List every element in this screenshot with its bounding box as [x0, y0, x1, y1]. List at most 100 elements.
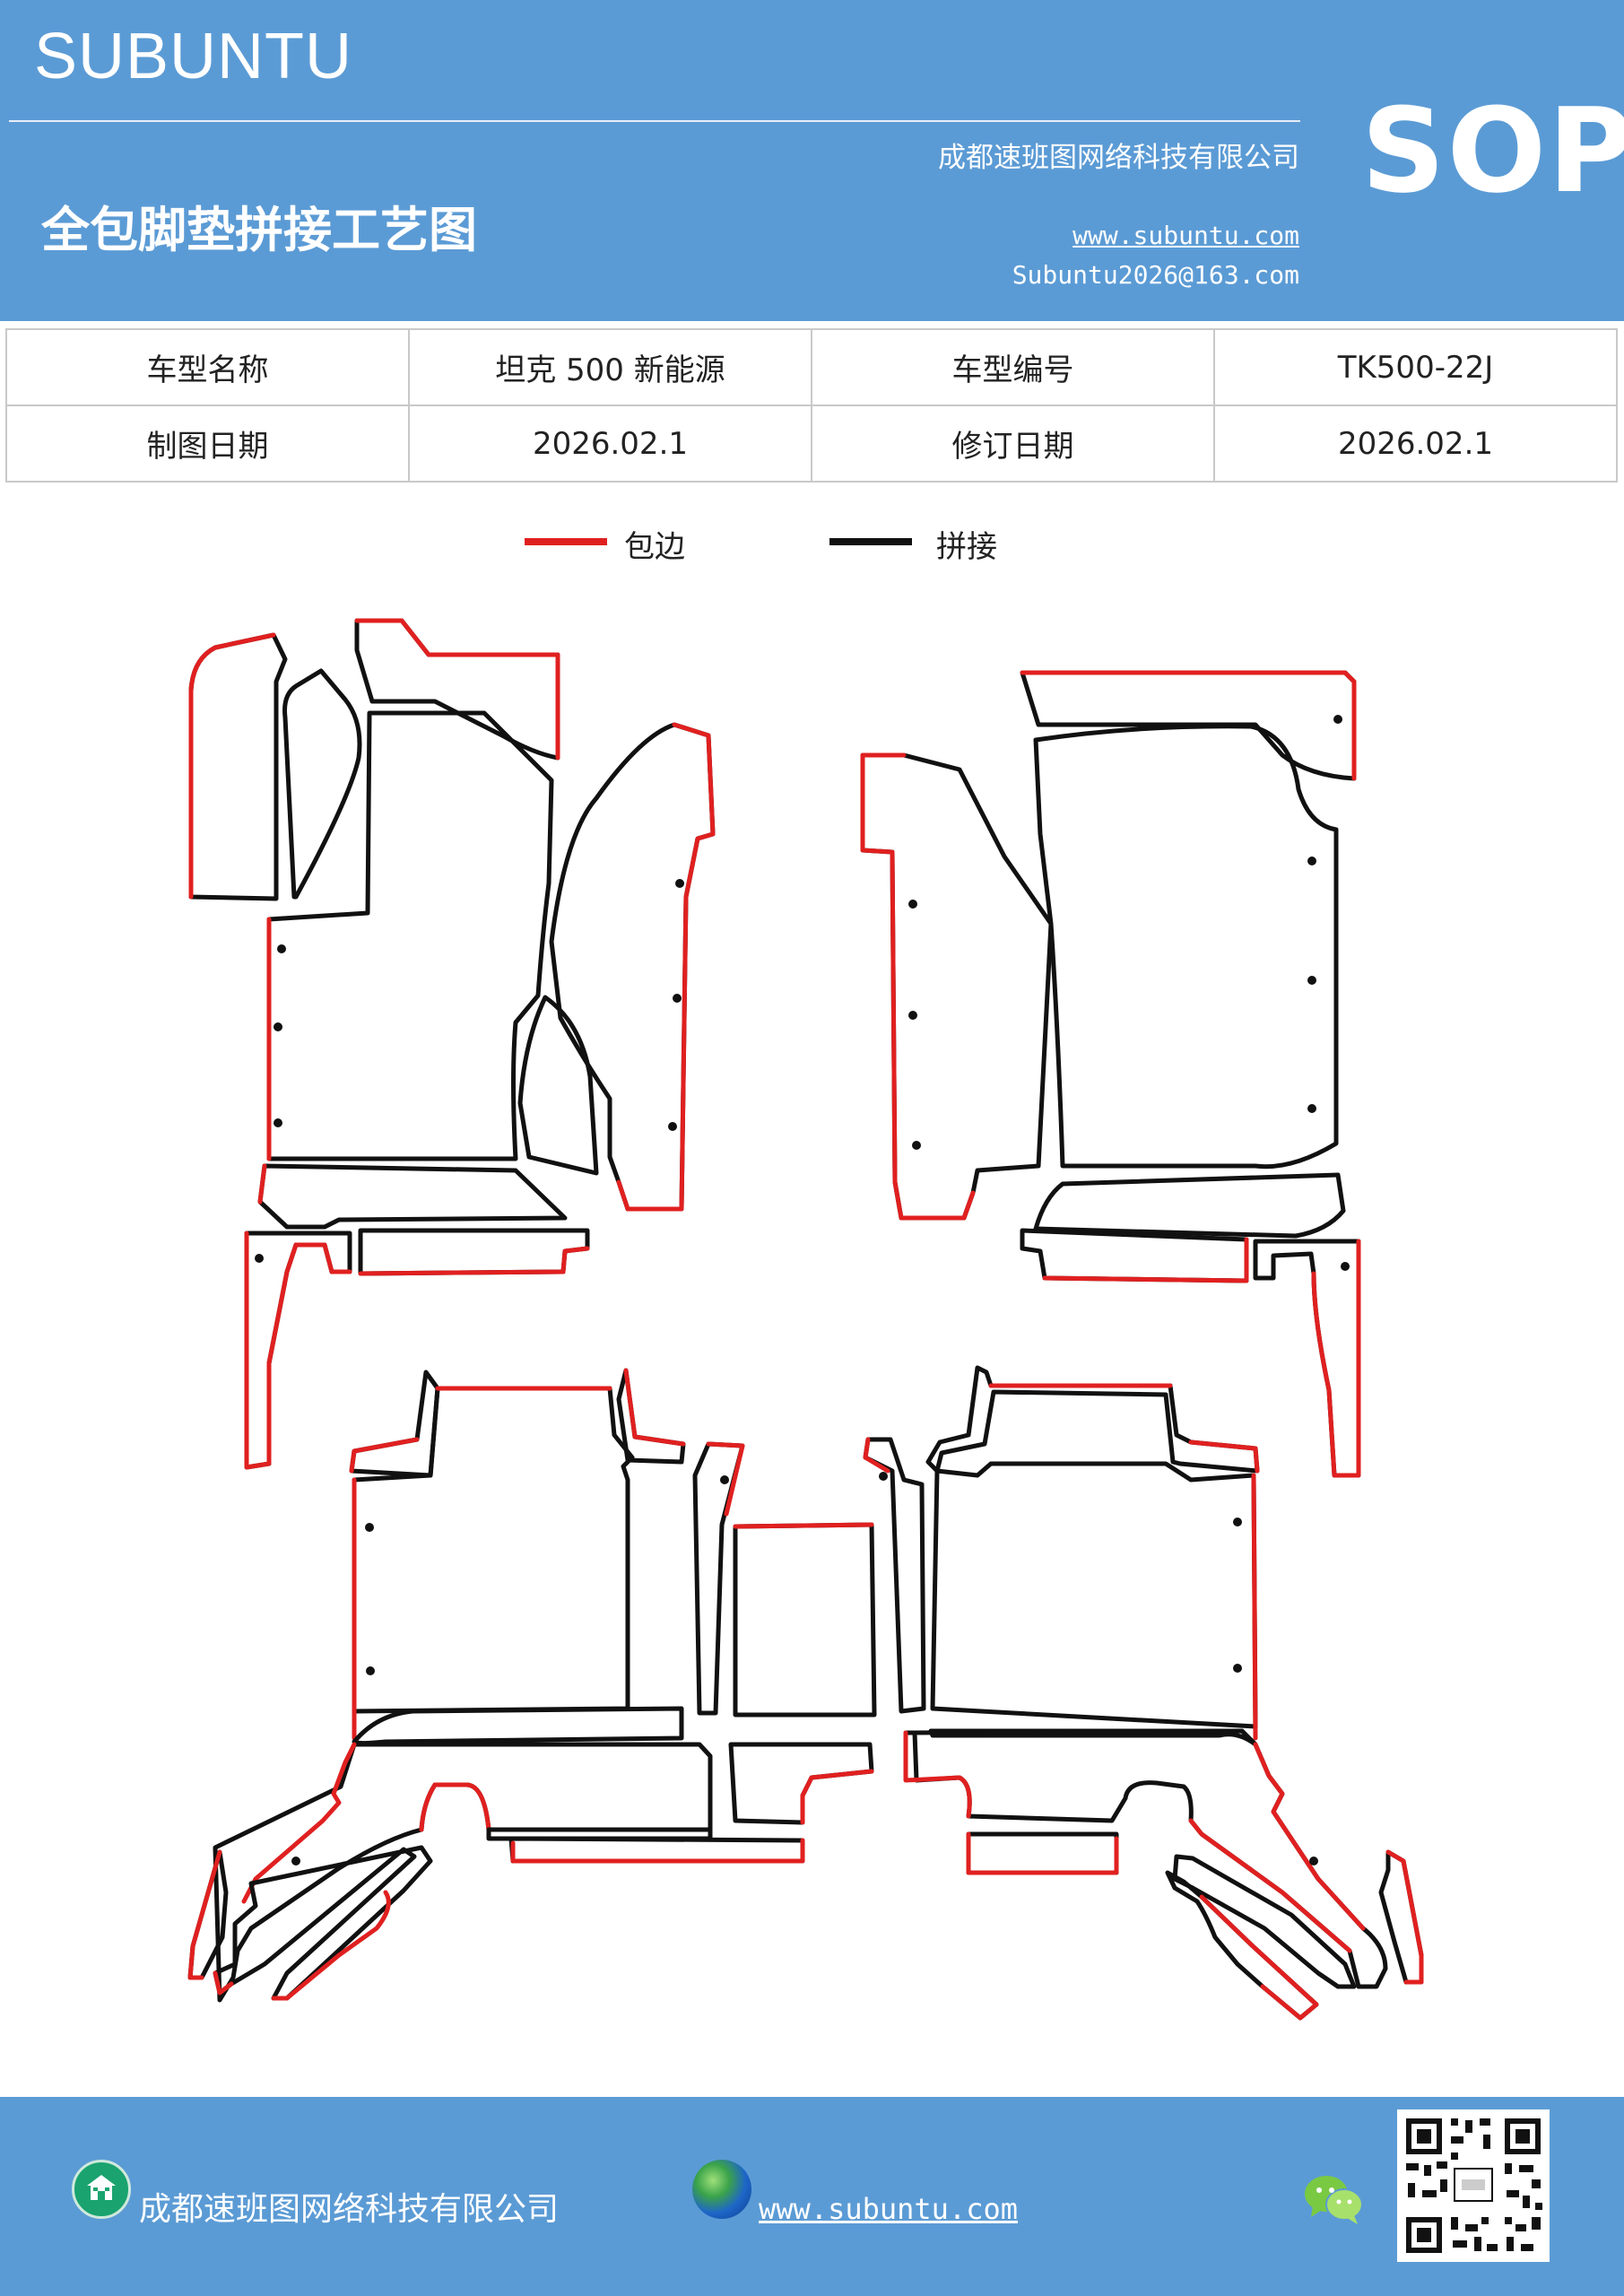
fastener-dot: [291, 1857, 300, 1866]
globe-icon: [692, 2160, 751, 2219]
seam-legend-label: 拼接: [936, 529, 997, 565]
mat-edge: [903, 1730, 972, 1819]
mat-edge: [800, 1769, 874, 1825]
mat-edge: [1188, 1818, 1352, 1953]
fastener-dot: [274, 1022, 282, 1031]
mat-piece: [244, 1231, 352, 1470]
mat-piece: [266, 710, 554, 1161]
sop-label: SOP: [1361, 83, 1624, 219]
rear-right-mat-group: [863, 1365, 1424, 2021]
legend: 包边 拼接: [0, 522, 1624, 576]
mat-edge: [188, 632, 276, 900]
header-banner: SUBUNTU SOP 成都速班图网络科技有限公司 全包脚垫拼接工艺图 www.…: [0, 0, 1624, 321]
mat-edge: [1311, 1239, 1361, 1478]
mat-piece: [188, 632, 288, 901]
mat-edge: [1020, 670, 1357, 781]
edge-legend-label: 包边: [624, 529, 685, 565]
mat-edge: [1188, 1439, 1260, 1474]
fastener-dot: [366, 1666, 375, 1675]
mat-edge: [244, 1231, 352, 1470]
footer-url-link[interactable]: www.subuntu.com: [759, 2192, 1018, 2226]
front-right-mat-group: [860, 670, 1361, 1478]
mat-edge: [860, 752, 976, 1221]
draw-date-label: 制图日期: [5, 404, 410, 483]
wechat-icon[interactable]: [1302, 2172, 1365, 2226]
mat-edge: [1042, 1237, 1249, 1283]
mat-piece: [1172, 1854, 1357, 1989]
fastener-dot: [255, 1254, 264, 1263]
mat-piece: [1165, 1870, 1319, 2021]
fastener-dot: [673, 994, 682, 1003]
mat-piece: [1253, 1239, 1361, 1478]
header-divider: [9, 120, 1300, 122]
mat-piece: [925, 1365, 1260, 1474]
qr-code: [1397, 2109, 1550, 2262]
mat-edge: [863, 1437, 890, 1474]
mat-edge: [419, 1782, 491, 1832]
header-company: 成都速班图网络科技有限公司: [938, 142, 1299, 174]
mat-piece: [213, 1845, 433, 2001]
fastener-dot: [365, 1523, 374, 1532]
document-title: 全包脚垫拼接工艺图: [41, 201, 477, 258]
mat-piece: [549, 722, 716, 1212]
fastener-dot: [1341, 1262, 1350, 1271]
mat-edge: [354, 618, 560, 761]
mat-edge: [213, 1970, 234, 1996]
fastener-dot: [720, 1475, 729, 1484]
draw-date-value: 2026.02.1: [408, 404, 812, 483]
mat-edge: [349, 1437, 420, 1474]
mat-piece: [517, 995, 599, 1176]
model-name-value: 坦克 500 新能源: [408, 328, 812, 406]
mat-piece: [1033, 1172, 1346, 1239]
mat-piece: [257, 1163, 568, 1230]
mat-piece: [1020, 1228, 1249, 1283]
revise-date-label: 修订日期: [811, 404, 1215, 483]
brand-name: SUBUNTU: [34, 21, 353, 92]
mat-edge: [358, 1246, 590, 1276]
floor-mat-diagram: [187, 618, 1424, 2021]
rear-left-mat-group: [187, 1368, 877, 2003]
mat-edge: [1199, 1894, 1319, 2021]
mat-edge: [1385, 1849, 1424, 1985]
fastener-dot: [1307, 1104, 1316, 1113]
mat-piece: [966, 1831, 1119, 1875]
fastener-dot: [1233, 1664, 1242, 1673]
mat-edge: [616, 722, 716, 1212]
mat-edge: [733, 1522, 874, 1529]
mat-piece: [508, 1836, 805, 1864]
model-code-value: TK500-22J: [1213, 328, 1618, 406]
mat-piece: [860, 752, 1054, 1221]
footer-company: 成都速班图网络科技有限公司: [139, 2191, 560, 2228]
fastener-dot: [668, 1122, 677, 1131]
fastener-dot: [912, 1141, 921, 1150]
mat-edge: [257, 1163, 267, 1205]
fastener-dot: [908, 900, 917, 909]
edge-legend-swatch: [525, 538, 607, 545]
mat-piece: [349, 1370, 440, 1478]
header-email: Subuntu2026@163.com: [1012, 260, 1299, 290]
mat-edge: [271, 1890, 391, 2001]
fastener-dot: [1333, 715, 1342, 724]
mat-piece: [352, 1706, 684, 1745]
mat-edge: [1253, 1742, 1366, 1931]
fastener-dot: [277, 944, 286, 953]
info-table: 车型名称 坦克 500 新能源 车型编号 TK500-22J 制图日期 2026…: [5, 328, 1618, 483]
mat-edge: [1251, 1473, 1258, 1741]
revise-date-value: 2026.02.1: [1213, 404, 1618, 483]
mat-edge: [706, 1441, 745, 1517]
mat-piece: [358, 1228, 590, 1276]
front-left-mat-group: [188, 618, 716, 1470]
model-name-label: 车型名称: [5, 328, 410, 406]
fastener-dot: [1307, 857, 1316, 865]
model-code-label: 车型编号: [811, 328, 1215, 406]
fastener-dot: [1307, 976, 1316, 985]
header-url-link[interactable]: www.subuntu.com: [1073, 221, 1299, 250]
fastener-dot: [1309, 1857, 1318, 1866]
fastener-dot: [675, 879, 684, 888]
fastener-dot: [908, 1011, 917, 1020]
mat-edge: [623, 1368, 686, 1447]
footer-banner: 成都速班图网络科技有限公司 www.subuntu.com: [0, 2097, 1624, 2296]
mat-piece: [733, 1522, 877, 1718]
house-icon: [72, 2160, 131, 2219]
mat-edge: [241, 1742, 357, 1904]
